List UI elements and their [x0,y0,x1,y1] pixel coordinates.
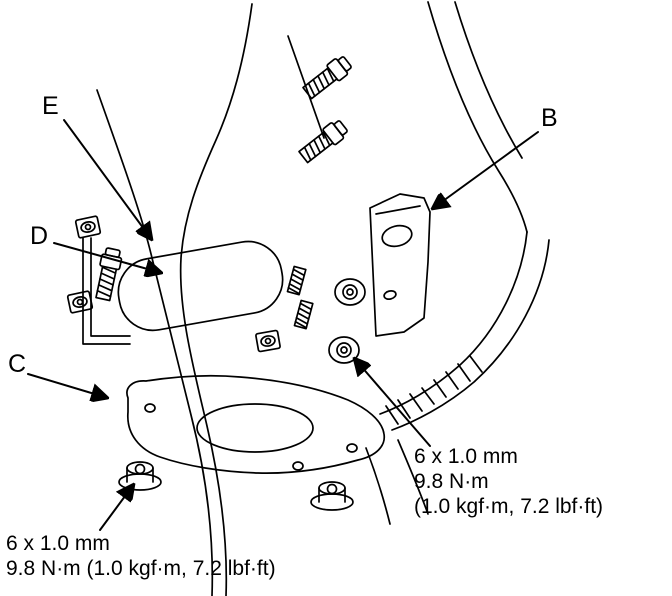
mount-line-drawing [82,237,131,345]
stud-drawing-1 [286,265,307,296]
callout-label-e: E [42,92,59,120]
torque-spec-bottom-left: 6 x 1.0 mm 9.8 N·m (1.0 kgf·m, 7.2 lbf·f… [6,531,276,581]
flange-nut-drawing-left [118,461,162,491]
callout-arrow-b [432,131,539,209]
pad-d-drawing [117,240,284,332]
bracket-b-drawing [369,193,431,337]
callout-arrow-d [53,242,162,273]
torque-spec-right-line3: (1.0 kgf·m, 7.2 lbf·ft) [414,495,604,518]
harness-e-drawing [96,3,325,596]
callout-label-c: C [8,350,27,378]
bolt-drawing-top-2 [296,116,351,166]
torque-spec-bottom-left-line2: 9.8 N·m (1.0 kgf·m, 7.2 lbf·ft) [6,557,276,580]
spec-arrow-bottom-left [99,484,134,531]
clip-nut-drawing-2 [66,290,94,314]
clip-nut-drawing-1 [74,215,102,239]
flange-nut-drawing-right [310,481,354,511]
callout-arrow-e [63,119,152,240]
hose-drawing [365,1,550,525]
callout-arrows [27,119,539,531]
spec-arrow-right [354,358,431,447]
torque-spec-bottom-left-line1: 6 x 1.0 mm [6,532,110,555]
cover-c-drawing [126,374,386,474]
callout-label-b: B [541,104,558,132]
stud-drawing-2 [293,299,314,330]
torque-spec-right-line2: 9.8 N·m [414,470,489,493]
callout-label-d: D [30,222,49,250]
torque-spec-right-line1: 6 x 1.0 mm [414,445,518,468]
torque-spec-right: 6 x 1.0 mm 9.8 N·m (1.0 kgf·m, 7.2 lbf·f… [414,444,603,519]
washer-bolt-drawing [328,278,366,364]
clip-nut-drawing-3 [254,329,282,353]
callout-arrow-c [27,373,108,398]
